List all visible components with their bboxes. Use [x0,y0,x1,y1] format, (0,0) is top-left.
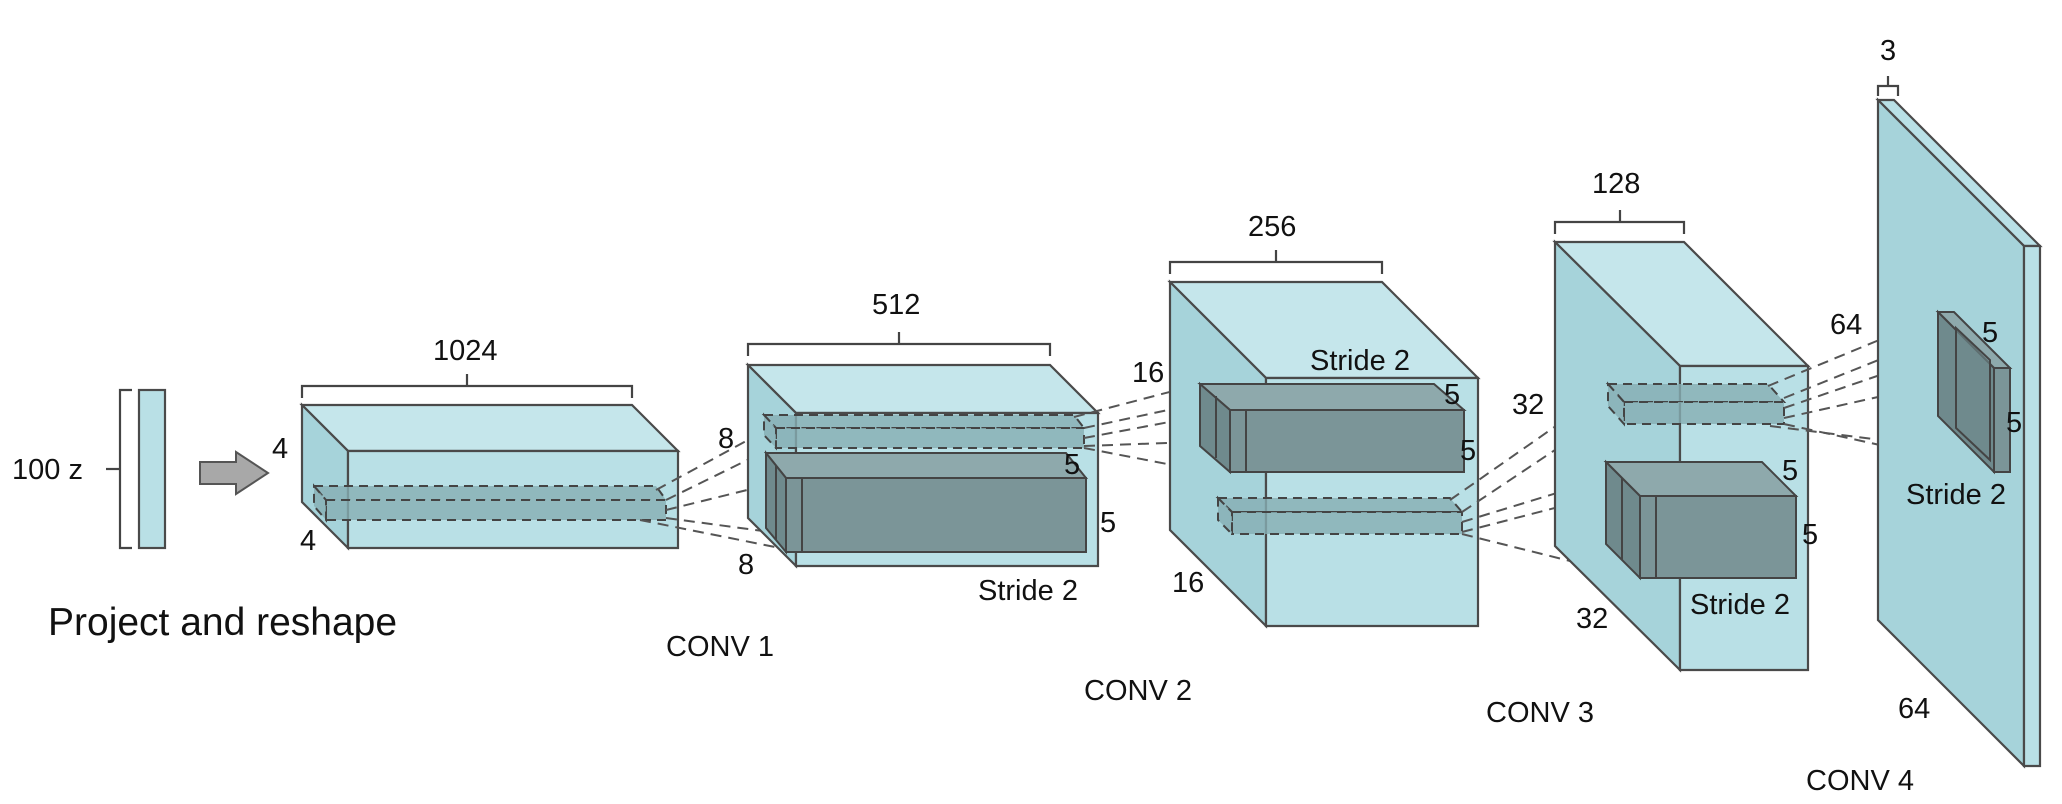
volume-1-depth: 1024 [433,335,498,367]
volume-1-height: 4 [272,433,288,465]
volume-3-width: 16 [1172,567,1204,599]
volume-2-kernel-b: 5 [1100,507,1116,539]
volume-5-height: 64 [1830,309,1862,341]
volume-5-kernel-b: 5 [2006,407,2022,439]
volume-4-kernel-b: 5 [1802,519,1818,551]
volume-5-stride: Stride 2 [1906,479,2006,511]
volume-2 [745,332,1101,569]
volume-4-depth: 128 [1592,168,1640,200]
volume-2-stride: Stride 2 [978,575,1078,607]
volume-2-depth: 512 [872,289,920,321]
volume-4-width: 32 [1576,603,1608,635]
layer-label-conv3: CONV 3 [1486,697,1594,729]
volume-4 [1552,210,1811,673]
volume-4-stride: Stride 2 [1690,589,1790,621]
volume-3-height: 16 [1132,357,1164,389]
volume-3 [1167,250,1481,629]
volume-1-width: 4 [300,525,316,557]
volume-3-kernel-a: 5 [1444,379,1460,411]
volume-5-depth: 3 [1880,35,1896,67]
input-label: 100 z [12,454,83,486]
volume-2-height: 8 [718,423,734,455]
volume-2-kernel-a: 5 [1064,449,1080,481]
volume-4-height: 32 [1512,389,1544,421]
volume-5 [1875,76,2043,769]
z-vector-bar [137,388,167,550]
volume-3-depth: 256 [1248,211,1296,243]
volume-3-kernel-b: 5 [1460,435,1476,467]
layer-label-conv2: CONV 2 [1084,675,1192,707]
layer-label-conv4: CONV 4 [1806,765,1914,797]
volume-1 [299,374,681,551]
project-reshape-title: Project and reshape [48,601,397,644]
volume-3-stride: Stride 2 [1310,345,1410,377]
input-brace [118,388,132,550]
volume-2-width: 8 [738,549,754,581]
volume-5-kernel-a: 5 [1982,317,1998,349]
input-vector: 100 z [12,388,167,550]
volume-5-width: 64 [1898,693,1930,725]
project-arrow [199,450,270,496]
layer-label-conv1: CONV 1 [666,631,774,663]
volume-4-kernel-a: 5 [1782,455,1798,487]
